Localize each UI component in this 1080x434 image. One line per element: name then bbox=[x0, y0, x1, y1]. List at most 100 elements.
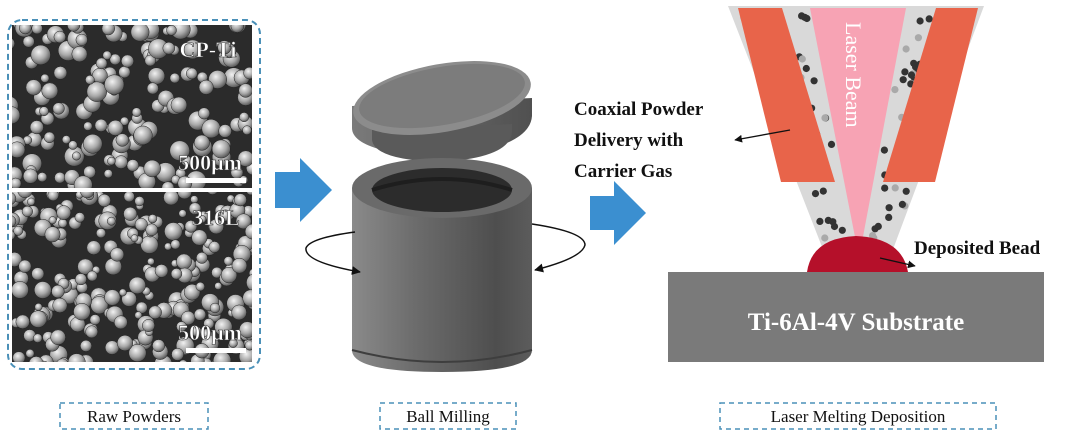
powder-particle bbox=[147, 67, 166, 85]
powder-particle bbox=[120, 116, 129, 126]
powder-pointer-arrow bbox=[734, 129, 791, 143]
caption-frame-milling bbox=[379, 402, 517, 430]
powder-particle bbox=[133, 125, 153, 145]
powder-particle bbox=[231, 257, 248, 274]
powder-particle bbox=[47, 192, 59, 202]
jar-lid bbox=[352, 61, 532, 162]
powder-dot bbox=[798, 55, 806, 63]
right-arrow-icon bbox=[275, 158, 332, 222]
powder-particle bbox=[15, 314, 30, 329]
powder-particle bbox=[242, 289, 252, 307]
powder-particle bbox=[31, 267, 45, 281]
powder-particle bbox=[89, 314, 101, 326]
powder-particle bbox=[170, 96, 188, 114]
powder-dot bbox=[902, 45, 910, 53]
powder-particle bbox=[12, 215, 17, 228]
powder-particle bbox=[54, 172, 66, 184]
powder-particle bbox=[44, 226, 61, 243]
right-arrow-icon bbox=[590, 181, 646, 245]
powder-particle bbox=[203, 318, 215, 330]
powder-dot bbox=[830, 222, 839, 231]
powder-particle bbox=[39, 106, 49, 117]
powder-particle bbox=[164, 222, 183, 241]
powder-particle bbox=[131, 107, 142, 117]
powder-dot bbox=[821, 114, 829, 122]
powder-particle bbox=[207, 192, 218, 195]
powder-particle bbox=[43, 131, 56, 144]
powder-particle bbox=[144, 54, 157, 67]
deposited-bead bbox=[807, 236, 908, 272]
powder-particle bbox=[80, 192, 95, 199]
powder-particle bbox=[97, 193, 111, 208]
powder-particle bbox=[67, 353, 86, 362]
316l-scale-bar bbox=[186, 348, 246, 353]
powder-particle bbox=[223, 256, 234, 266]
caption-laser-deposition: Laser Melting Deposition bbox=[771, 407, 946, 426]
powder-particle bbox=[177, 192, 192, 200]
powder-particle bbox=[244, 340, 252, 351]
powder-particle bbox=[86, 240, 102, 255]
powder-particle bbox=[198, 79, 214, 95]
powder-particle bbox=[118, 288, 127, 297]
powder-particle bbox=[198, 107, 211, 120]
powder-particle bbox=[75, 33, 88, 46]
powder-particle bbox=[231, 304, 247, 321]
powder-dot bbox=[881, 184, 889, 192]
powder-particle bbox=[51, 284, 65, 299]
powder-particle bbox=[101, 25, 115, 36]
powder-particle bbox=[201, 119, 221, 139]
powder-particle bbox=[237, 150, 252, 167]
powder-particle bbox=[126, 159, 139, 172]
caption-frame-laser bbox=[719, 402, 997, 430]
powder-particle bbox=[12, 351, 26, 362]
powder-particle bbox=[83, 121, 93, 131]
powder-particle bbox=[170, 239, 181, 250]
powder-particle bbox=[22, 168, 39, 184]
powder-particle bbox=[86, 81, 107, 102]
powder-particle bbox=[12, 177, 22, 188]
powder-particle bbox=[123, 192, 135, 203]
powder-particle bbox=[53, 66, 68, 80]
powder-dot bbox=[899, 76, 907, 84]
powder-particle bbox=[103, 169, 113, 179]
powder-particle bbox=[22, 35, 35, 48]
powder-particle bbox=[110, 247, 125, 262]
powder-particle bbox=[161, 181, 175, 188]
powder-particle bbox=[182, 39, 203, 60]
powder-particle bbox=[134, 311, 143, 320]
powder-particle bbox=[130, 25, 150, 42]
powder-particle bbox=[104, 340, 120, 355]
powder-particle bbox=[169, 72, 180, 84]
powder-particle bbox=[115, 133, 129, 147]
powder-particle bbox=[152, 339, 166, 353]
powder-particle bbox=[134, 217, 148, 232]
powder-dot bbox=[907, 71, 916, 79]
powder-particle bbox=[80, 339, 92, 352]
powder-dot bbox=[916, 17, 924, 25]
powder-particle bbox=[74, 212, 85, 223]
powder-dot bbox=[914, 34, 923, 42]
powder-particle bbox=[12, 281, 29, 299]
rotation-arrow-icon bbox=[531, 223, 586, 273]
cp-ti-particles bbox=[12, 25, 252, 188]
powder-particle bbox=[95, 57, 108, 70]
powder-particle bbox=[140, 235, 159, 254]
powder-particle bbox=[148, 305, 162, 320]
powder-dot bbox=[811, 190, 820, 198]
powder-particle bbox=[163, 192, 179, 206]
powder-particle bbox=[33, 333, 43, 343]
powder-particle bbox=[208, 70, 227, 89]
powder-particle bbox=[21, 205, 33, 217]
powder-dot bbox=[874, 222, 882, 230]
powder-particle bbox=[230, 25, 244, 33]
cp-ti-label: CP-Ti bbox=[179, 37, 236, 62]
powder-particle bbox=[208, 218, 224, 235]
milling-jar bbox=[351, 158, 533, 372]
powder-particle bbox=[12, 141, 26, 158]
powder-particle bbox=[162, 41, 176, 55]
powder-particle bbox=[130, 234, 139, 243]
powder-particle bbox=[154, 264, 169, 278]
powder-particle bbox=[12, 38, 15, 49]
